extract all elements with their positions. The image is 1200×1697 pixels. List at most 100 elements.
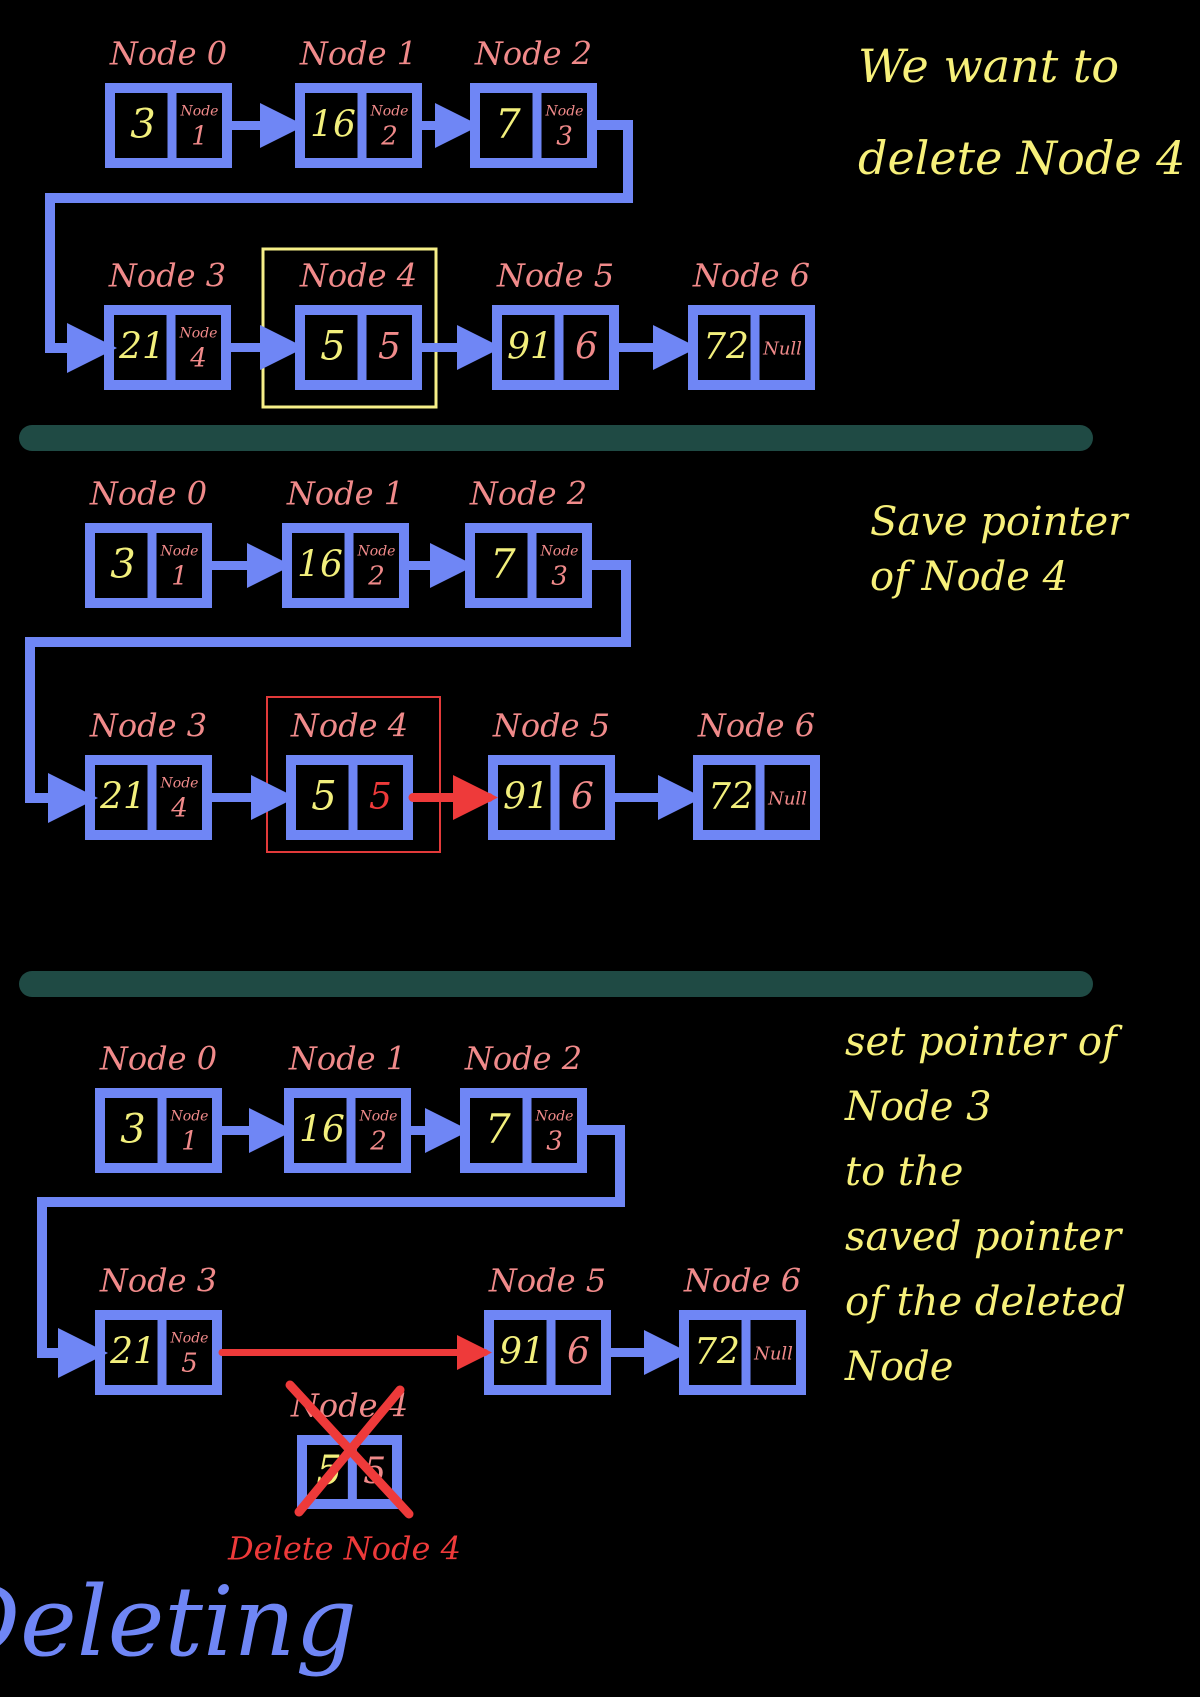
- note-line: of the deleted: [845, 1279, 1126, 1325]
- node-6: Node 6 72 Null: [679, 1262, 806, 1395]
- node-next-number: 1: [191, 122, 208, 152]
- node-next-number: 3: [551, 562, 568, 592]
- node-label: Node 5: [496, 257, 614, 295]
- node-value: 3: [110, 542, 135, 588]
- node-value: 7: [490, 542, 516, 588]
- node-5: Node 5 91 6: [488, 707, 615, 840]
- node-value: 91: [499, 1332, 545, 1373]
- node-next-word: Node: [180, 104, 219, 120]
- node-label: Node 0: [89, 475, 207, 513]
- node-label: Node 0: [99, 1040, 217, 1078]
- node-value: 91: [507, 327, 553, 368]
- node-value: 91: [503, 777, 549, 818]
- node-next-word: Node: [370, 104, 409, 120]
- node-label: Node 6: [692, 257, 810, 295]
- node-label: Node 4: [299, 257, 417, 295]
- node-6: Node 6 72 Null: [688, 257, 815, 390]
- node-next-word: Node: [170, 1331, 209, 1347]
- note-line: to the: [845, 1149, 963, 1195]
- node-next-number: 1: [181, 1127, 198, 1157]
- node-label: Node 3: [108, 257, 226, 295]
- note-line: Save pointer: [870, 499, 1130, 545]
- note-line: set pointer of: [845, 1019, 1123, 1065]
- note-line: of Node 4: [870, 554, 1068, 600]
- delete-caption: Delete Node 4: [227, 1530, 461, 1568]
- node-next-number: 3: [556, 122, 573, 152]
- node-next-word: Node: [535, 1109, 574, 1125]
- node-next-number: 2: [369, 1127, 387, 1157]
- node-next-word: Node: [540, 544, 579, 560]
- node-value: 16: [297, 545, 343, 586]
- page-title: Deleting: [0, 1566, 357, 1678]
- node-next-number: 1: [171, 562, 188, 592]
- node-next: Null: [762, 339, 802, 360]
- node-label: Node 1: [299, 35, 417, 73]
- node-label: Node 2: [469, 475, 587, 513]
- node-next-word: Node: [179, 326, 218, 342]
- node-next: Null: [753, 1344, 793, 1365]
- node-value: 21: [118, 327, 165, 368]
- node-next-word: Node: [170, 1109, 209, 1125]
- node-label: Node 5: [492, 707, 610, 745]
- note-line: saved pointer: [845, 1214, 1124, 1260]
- node-next-number: 4: [170, 794, 188, 824]
- wrap-connector: [45, 120, 633, 373]
- node-label: Node 2: [464, 1040, 582, 1078]
- note-line: Node: [844, 1344, 953, 1390]
- delete-cross-line: [294, 1385, 405, 1517]
- node-label: Node 4: [290, 707, 408, 745]
- node-value: 21: [99, 777, 146, 818]
- node-next: 6: [567, 1332, 590, 1373]
- node-next: 5: [369, 777, 392, 818]
- node-next: 6: [575, 327, 598, 368]
- node-value: 7: [495, 102, 521, 148]
- note-line: Node 3: [844, 1084, 992, 1130]
- node-next-number: 5: [181, 1349, 198, 1379]
- node-value: 72: [694, 1332, 740, 1373]
- node-next: Null: [767, 789, 807, 810]
- node-next-number: 4: [189, 344, 207, 374]
- node-next: 6: [571, 777, 594, 818]
- node-next-word: Node: [160, 776, 199, 792]
- node-next-word: Node: [357, 544, 396, 560]
- node-label: Node 1: [286, 475, 404, 513]
- node-value: 7: [485, 1107, 511, 1153]
- node-label: Node 3: [99, 1262, 217, 1300]
- node-label: Node 5: [488, 1262, 606, 1300]
- node-next-word: Node: [545, 104, 584, 120]
- node-label: Node 0: [109, 35, 227, 73]
- node-value: 72: [708, 777, 754, 818]
- node-value: 5: [311, 774, 336, 820]
- node-value: 16: [310, 105, 356, 146]
- node-next-word: Node: [160, 544, 199, 560]
- wrap-connector: [25, 560, 631, 823]
- node-label: Node 6: [697, 707, 815, 745]
- node-value: 3: [120, 1107, 145, 1153]
- node-next-number: 2: [380, 122, 398, 152]
- node-value: 72: [703, 327, 749, 368]
- node-value: 21: [109, 1332, 156, 1373]
- node-value: 5: [320, 324, 345, 370]
- node-label: Node 6: [683, 1262, 801, 1300]
- wrap-connector: [37, 1125, 625, 1378]
- node-value: 16: [299, 1110, 345, 1151]
- node-next-number: 3: [546, 1127, 563, 1157]
- note-line: delete Node 4: [858, 131, 1185, 185]
- node-5: Node 5 91 6: [492, 257, 619, 390]
